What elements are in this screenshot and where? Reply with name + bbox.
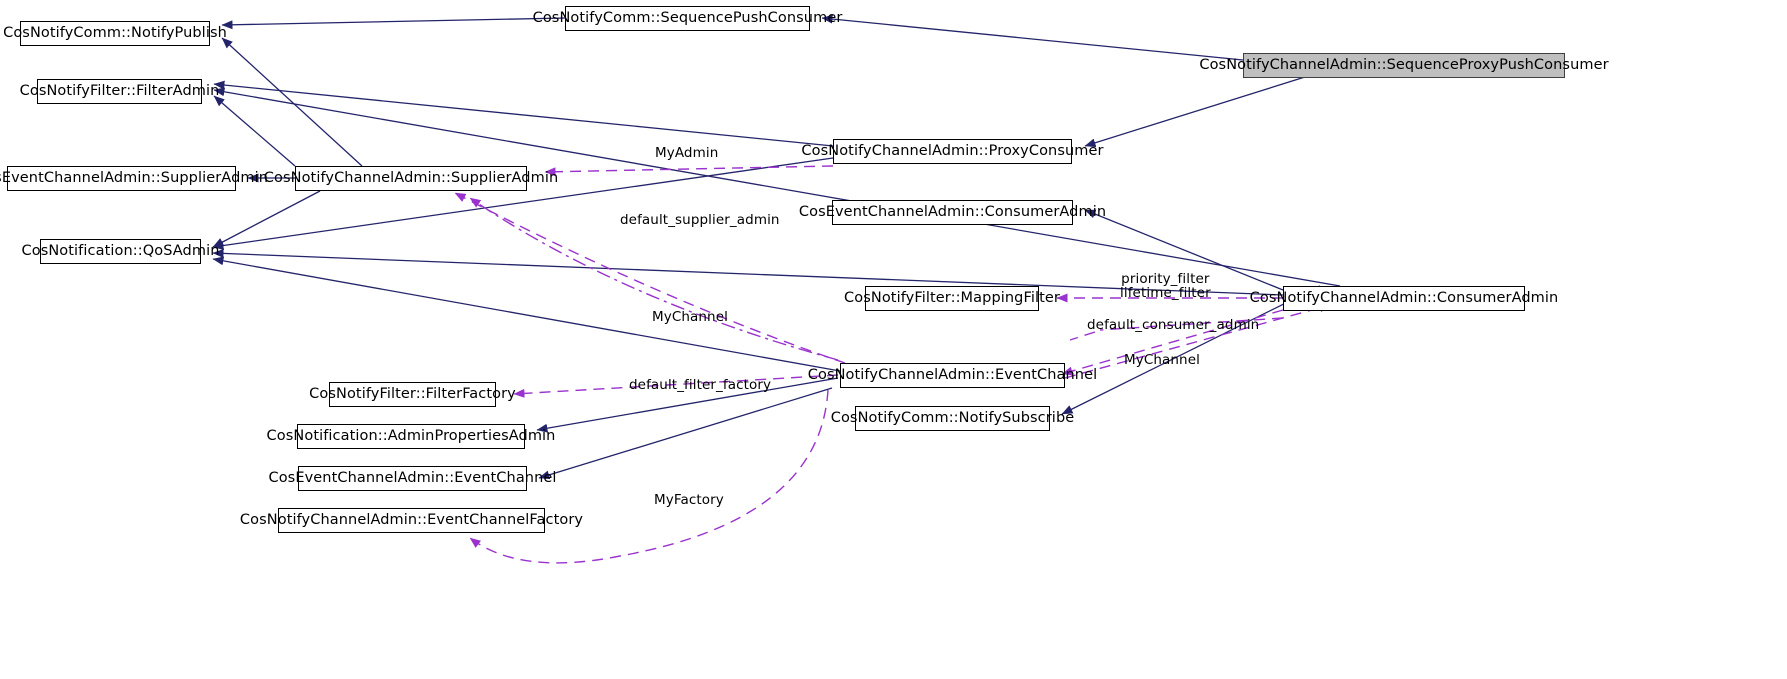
edge-label-myfactory: MyFactory — [654, 492, 724, 508]
node-label: CosNotifyChannelAdmin::SupplierAdmin — [263, 170, 559, 187]
node-label: CosNotifyChannelAdmin::EventChannelFacto… — [239, 512, 584, 529]
node-label: CosNotifyChannelAdmin::SequenceProxyPush… — [1199, 57, 1609, 74]
edge-label-mychannel-upper: MyChannel — [652, 309, 728, 325]
edge-label-priority-lifetime-filter: priority_filter lifetime_filter — [1120, 271, 1211, 301]
node-label: CosNotifyChannelAdmin::EventChannel — [807, 367, 1098, 384]
node-coseventchanneladmin-eventchannel[interactable]: CosEventChannelAdmin::EventChannel — [268, 466, 556, 491]
inheritance-edges — [212, 14, 1341, 480]
edge-label-default-consumer-admin: default_consumer_admin — [1087, 317, 1260, 333]
node-label: CosNotifyComm::NotifyPublish — [3, 25, 227, 42]
node-label: CosNotifyComm::NotifySubscribe — [830, 410, 1075, 427]
node-label: CosNotifyFilter::MappingFilter — [844, 290, 1060, 307]
node-label: CosNotification::QoSAdmin — [21, 243, 220, 260]
edge-label-myadmin: MyAdmin — [655, 145, 719, 161]
node-cosnotification-qosadmin[interactable]: CosNotification::QoSAdmin — [22, 239, 219, 264]
node-coseventchanneladmin-supplieradmin[interactable]: CosEventChannelAdmin::SupplierAdmin — [0, 166, 268, 191]
node-cosnotifyfilter-filterfactory[interactable]: CosNotifyFilter::FilterFactory — [309, 382, 516, 407]
node-label: CosNotifyComm::SequencePushConsumer — [532, 10, 843, 27]
node-cosnotifycomm-notifypublish[interactable]: CosNotifyComm::NotifyPublish — [3, 21, 227, 46]
node-label: CosEventChannelAdmin::ConsumerAdmin — [798, 204, 1107, 221]
node-cosnotifychanneladmin-eventchannelfactory[interactable]: CosNotifyChannelAdmin::EventChannelFacto… — [240, 508, 583, 533]
node-cosnotifyfilter-filteradmin[interactable]: CosNotifyFilter::FilterAdmin — [20, 79, 219, 104]
node-cosnotifyfilter-mappingfilter[interactable]: CosNotifyFilter::MappingFilter — [844, 286, 1060, 311]
node-label: CosEventChannelAdmin::SupplierAdmin — [0, 170, 269, 187]
node-coseventchanneladmin-consumeradmin[interactable]: CosEventChannelAdmin::ConsumerAdmin — [799, 200, 1106, 225]
node-cosnotifychanneladmin-consumeradmin[interactable]: CosNotifyChannelAdmin::ConsumerAdmin — [1250, 286, 1558, 311]
node-cosnotifychanneladmin-eventchannel[interactable]: CosNotifyChannelAdmin::EventChannel — [808, 363, 1097, 388]
node-cosnotifycomm-sequencepushconsumer[interactable]: CosNotifyComm::SequencePushConsumer — [533, 6, 842, 31]
node-cosnotifychanneladmin-sequenceproxypushconsumer[interactable]: CosNotifyChannelAdmin::SequenceProxyPush… — [1199, 53, 1609, 78]
node-label: CosEventChannelAdmin::EventChannel — [268, 470, 557, 487]
node-label: CosNotifyChannelAdmin::ProxyConsumer — [801, 143, 1104, 160]
node-label: CosNotifyChannelAdmin::ConsumerAdmin — [1249, 290, 1559, 307]
node-cosnotification-adminpropertiesadmin[interactable]: CosNotification::AdminPropertiesAdmin — [267, 424, 555, 449]
node-label: CosNotifyFilter::FilterFactory — [309, 386, 516, 403]
node-cosnotifychanneladmin-proxyconsumer[interactable]: CosNotifyChannelAdmin::ProxyConsumer — [801, 139, 1103, 164]
edge-label-default-supplier-admin: default_supplier_admin — [620, 212, 780, 228]
node-label: CosNotification::AdminPropertiesAdmin — [266, 428, 556, 445]
node-cosnotifycomm-notifysubscribe[interactable]: CosNotifyComm::NotifySubscribe — [831, 406, 1074, 431]
node-cosnotifychanneladmin-supplieradmin[interactable]: CosNotifyChannelAdmin::SupplierAdmin — [264, 166, 558, 191]
node-label: CosNotifyFilter::FilterAdmin — [19, 83, 220, 100]
edge-label-mychannel-lower: MyChannel — [1124, 352, 1200, 368]
usage-edge-extra — [1069, 317, 1284, 341]
edge-label-default-filter-factory: default_filter_factory — [629, 377, 772, 393]
